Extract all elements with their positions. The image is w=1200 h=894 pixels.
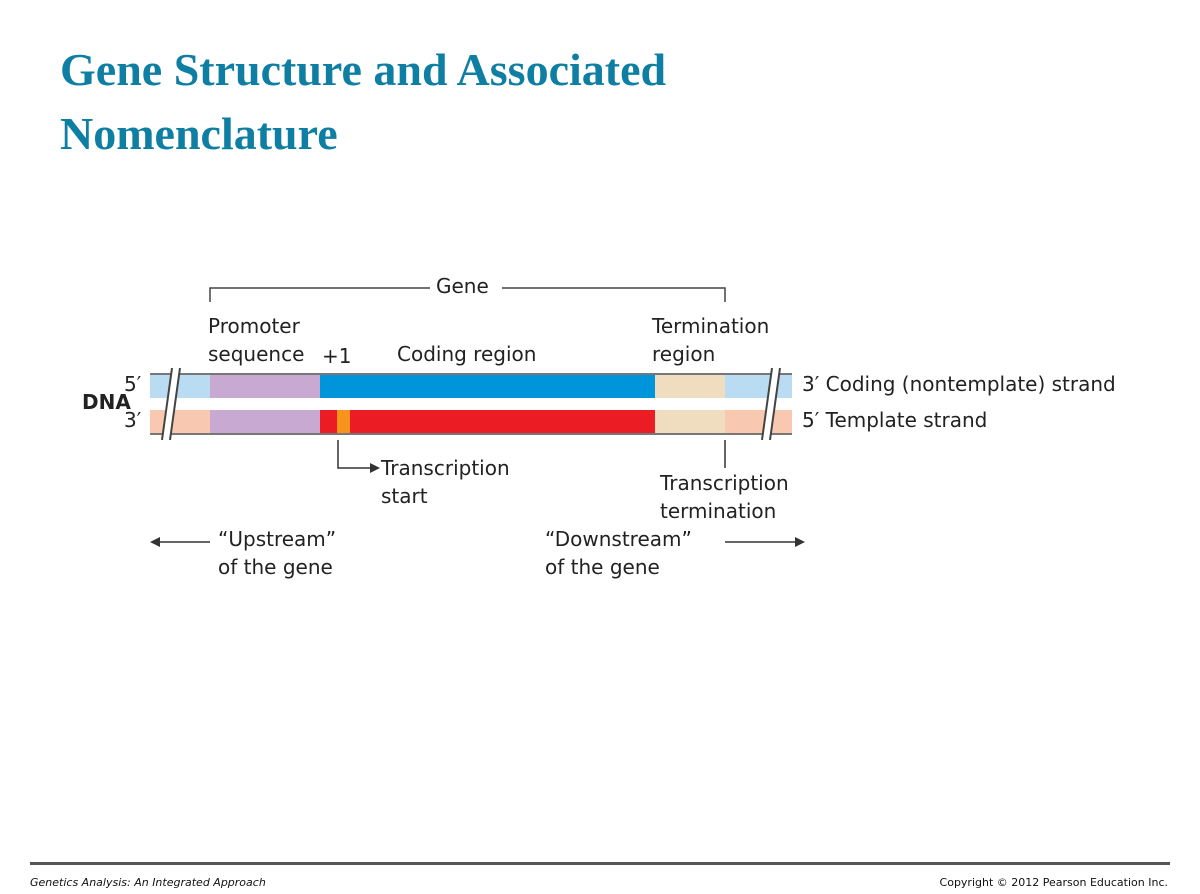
template-strand-bar	[150, 410, 792, 435]
template-strand-label: 5′ Template strand	[802, 408, 988, 432]
ts-line-1: Transcription	[381, 456, 510, 480]
transcription-start-label: Transcription start	[381, 454, 510, 510]
break-marks	[161, 367, 781, 441]
coding-strand-bar	[150, 373, 792, 398]
upstream-line-2: of the gene	[218, 555, 333, 579]
termination-line-2: region	[652, 342, 716, 366]
promoter-line-1: Promoter	[208, 314, 300, 338]
coding-strand-label: 3′ Coding (nontemplate) strand	[802, 372, 1116, 396]
dna-label: DNA	[82, 390, 131, 414]
downstream-line-1: “Downstream”	[545, 527, 692, 551]
upstream-line-1: “Upstream”	[218, 527, 337, 551]
top-left-end: 5′	[124, 372, 142, 396]
transcription-termination-label: Transcription termination	[660, 469, 789, 525]
downstream-label: “Downstream” of the gene	[545, 525, 692, 581]
downstream-line-2: of the gene	[545, 555, 660, 579]
coding-region-label: Coding region	[397, 342, 537, 366]
termination-region-label: Termination region	[652, 312, 769, 368]
title-line-2: Nomenclature	[60, 108, 338, 159]
bottom-left-end: 3′	[124, 408, 142, 432]
termination-line-1: Termination	[652, 314, 770, 338]
ts-line-2: start	[381, 484, 428, 508]
footer-divider	[30, 862, 1170, 865]
promoter-line-2: sequence	[208, 342, 305, 366]
gene-label: Gene	[436, 274, 489, 298]
tt-line-1: Transcription	[660, 471, 789, 495]
transcription-start-arrow	[337, 440, 372, 469]
footer-book-title: Genetics Analysis: An Integrated Approac…	[30, 876, 266, 889]
tt-line-2: termination	[660, 499, 777, 523]
slide-title: Gene Structure and Associated Nomenclatu…	[60, 38, 666, 166]
plus-one-label: +1	[322, 344, 352, 368]
upstream-label: “Upstream” of the gene	[218, 525, 336, 581]
gene-bracket	[209, 287, 726, 302]
promoter-label: Promoter sequence	[208, 312, 304, 368]
footer-copyright: Copyright © 2012 Pearson Education Inc.	[939, 876, 1168, 889]
title-line-1: Gene Structure and Associated	[60, 44, 667, 95]
